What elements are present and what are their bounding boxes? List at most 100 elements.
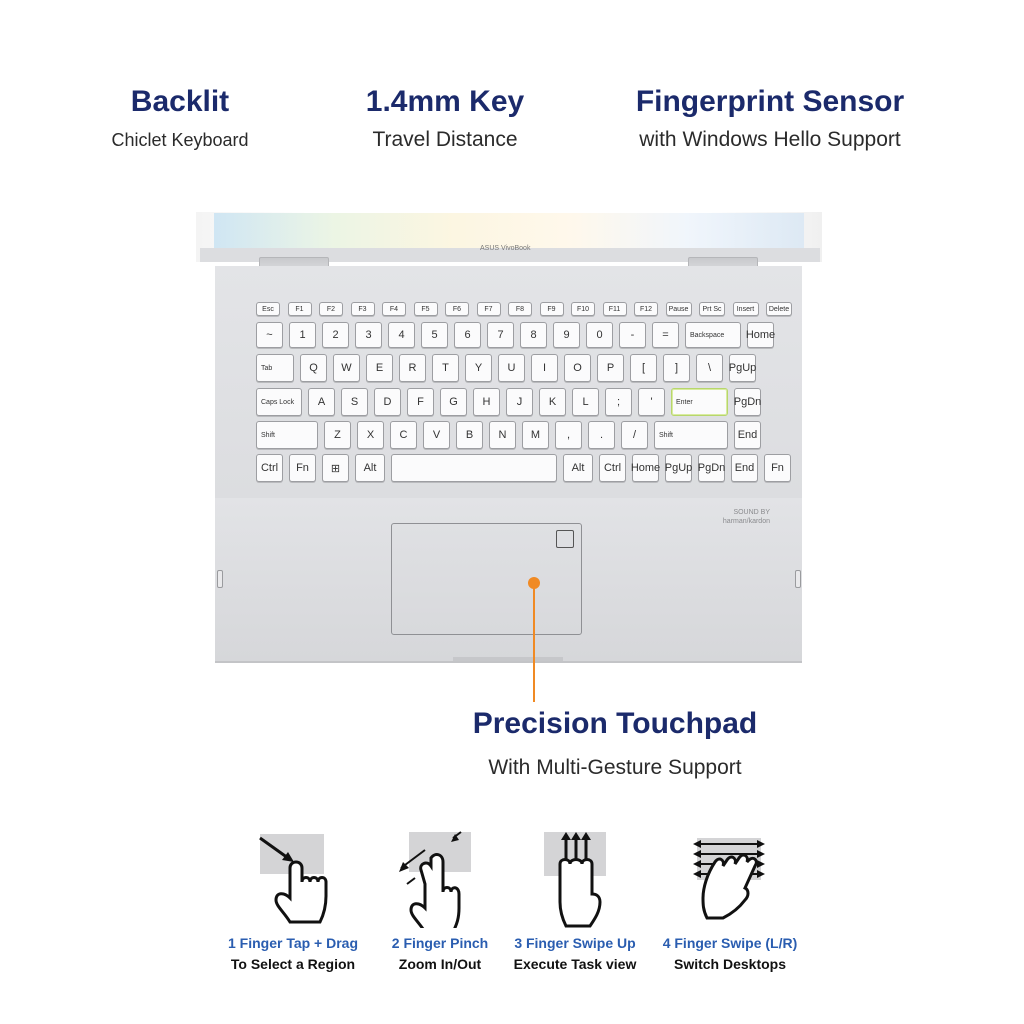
gesture-label: 1 Finger Tap + Drag — [227, 935, 359, 951]
key-backspace: Backspace — [685, 322, 741, 348]
key--: [ — [630, 354, 657, 382]
key-f4: F4 — [382, 302, 406, 316]
front-lip — [453, 657, 563, 661]
key-k: K — [539, 388, 566, 416]
key-home: Home — [746, 322, 775, 348]
key-w: W — [333, 354, 360, 382]
key-end: End — [734, 421, 761, 449]
key-caps-lock: Caps Lock — [256, 388, 302, 416]
key-n: N — [489, 421, 516, 449]
gesture-label: 4 Finger Swipe (L/R) — [662, 935, 798, 951]
key-pgup: PgUp — [729, 354, 756, 382]
key-i: I — [531, 354, 558, 382]
feature-subtitle: Travel Distance — [372, 128, 518, 151]
key-f10: F10 — [571, 302, 595, 316]
gesture-two-finger: 2 Finger Pinch Zoom In/Out — [355, 828, 525, 974]
key-y: Y — [465, 354, 492, 382]
four-finger-swipe-icon — [693, 838, 765, 920]
key-f6: F6 — [445, 302, 469, 316]
key-x: X — [357, 421, 384, 449]
key-e: E — [366, 354, 393, 382]
gesture-four-finger: 4 Finger Swipe (L/R) Switch Desktops — [645, 828, 815, 974]
key-9: 9 — [553, 322, 580, 348]
display-bezel — [200, 248, 820, 262]
key-f5: F5 — [413, 302, 438, 316]
side-port-left — [217, 570, 223, 588]
key--: ' — [638, 388, 665, 416]
key-7: 7 — [487, 322, 514, 348]
key-8: 8 — [520, 322, 547, 348]
gesture-description: Switch Desktops — [673, 956, 787, 972]
key-0: 0 — [586, 322, 613, 348]
touchpad — [391, 523, 582, 635]
feature-title: Fingerprint Sensor — [635, 85, 905, 118]
gesture-description: Execute Task view — [513, 956, 637, 972]
key-f3: F3 — [350, 302, 375, 316]
key-h: H — [473, 388, 500, 416]
key-pgdn: PgDn — [734, 388, 761, 416]
key-esc: Esc — [256, 302, 280, 316]
key--: ; — [605, 388, 632, 416]
touchpad-callout-line — [533, 588, 535, 702]
key-f11: F11 — [602, 302, 627, 316]
key-1: 1 — [289, 322, 316, 348]
touchpad-callout-dot — [528, 577, 540, 589]
key-d: D — [374, 388, 401, 416]
key-o: O — [564, 354, 591, 382]
key-f12: F12 — [634, 302, 658, 316]
key-4: 4 — [388, 322, 415, 348]
side-port-right — [795, 570, 801, 588]
speaker-brand-logo: SOUND BY harman/kardon — [722, 509, 770, 525]
gesture-label: 3 Finger Swipe Up — [514, 935, 636, 951]
laptop-display — [214, 213, 804, 249]
key-f2: F2 — [319, 302, 343, 316]
key-3: 3 — [355, 322, 382, 348]
key-alt: Alt — [355, 454, 385, 482]
key-insert: Insert — [732, 302, 759, 316]
key-f7: F7 — [476, 302, 501, 316]
key--: ⊞ — [322, 454, 349, 482]
key--: ~ — [256, 322, 283, 348]
key-g: G — [440, 388, 467, 416]
key-enter: Enter — [671, 388, 728, 416]
gesture-label: 2 Finger Pinch — [391, 935, 489, 951]
gesture-three-finger: 3 Finger Swipe Up Execute Task view — [490, 828, 660, 974]
key-v: V — [423, 421, 450, 449]
key-space — [391, 454, 557, 482]
key-tab: Tab — [256, 354, 294, 382]
key-6: 6 — [454, 322, 481, 348]
key--: \ — [696, 354, 723, 382]
key-m: M — [522, 421, 549, 449]
two-finger-pinch-icon — [399, 831, 471, 928]
key-p: P — [597, 354, 624, 382]
key-pause: Pause — [665, 302, 692, 316]
key-q: Q — [300, 354, 327, 382]
key-pgdn: PgDn — [698, 454, 725, 482]
key-s: S — [341, 388, 368, 416]
key-c: C — [390, 421, 417, 449]
key-f: F — [407, 388, 434, 416]
gesture-description: To Select a Region — [230, 956, 356, 972]
key-fn: Fn — [289, 454, 316, 482]
key-pgup: PgUp — [665, 454, 692, 482]
key-shift: Shift — [654, 421, 728, 449]
key--: = — [652, 322, 679, 348]
key--: , — [555, 421, 582, 449]
key-j: J — [506, 388, 533, 416]
touchpad-title: Precision Touchpad — [472, 707, 758, 740]
key-b: B — [456, 421, 483, 449]
feature-subtitle: Chiclet Keyboard — [111, 130, 249, 150]
feature-title: Backlit — [130, 85, 230, 118]
brand-logo: ASUS VivoBook — [480, 245, 531, 252]
feature-backlit: Backlit Chiclet Keyboard — [90, 84, 270, 154]
three-finger-swipe-icon — [544, 832, 606, 928]
key-fn: Fn — [764, 454, 791, 482]
key-home: Home — [631, 454, 660, 482]
key-delete: Delete — [766, 302, 792, 316]
key-ctrl: Ctrl — [599, 454, 626, 482]
key-5: 5 — [421, 322, 448, 348]
key-f1: F1 — [287, 302, 312, 316]
key-t: T — [432, 354, 459, 382]
key--: / — [621, 421, 648, 449]
key-shift: Shift — [256, 421, 318, 449]
